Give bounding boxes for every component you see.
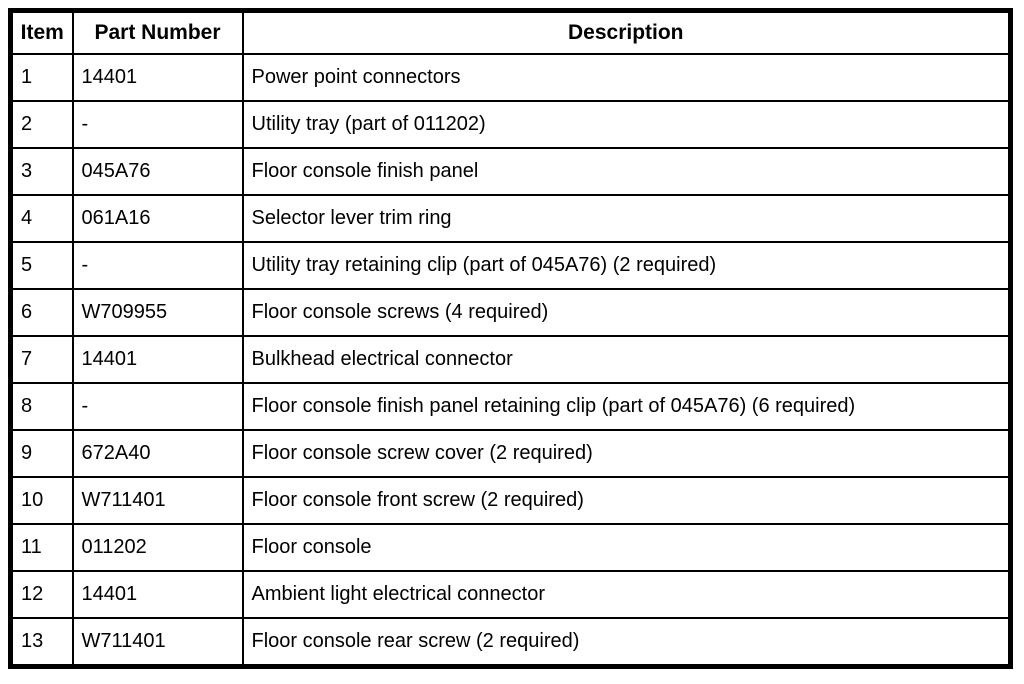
part-number-cell: W711401 [71, 476, 244, 525]
part-number-cell: 14401 [71, 335, 244, 384]
item-cell: 10 [9, 476, 74, 525]
part-number-cell: 045A76 [71, 147, 244, 196]
column-header-description: Description [241, 9, 1012, 55]
table-row: 5-Utility tray retaining clip (part of 0… [9, 241, 1012, 290]
part-number-cell: W711401 [71, 617, 244, 668]
item-cell: 6 [9, 288, 74, 337]
header-row: Item Part Number Description [9, 9, 1012, 55]
item-cell: 11 [9, 523, 74, 572]
table-header: Item Part Number Description [9, 9, 1012, 55]
description-cell: Bulkhead electrical connector [241, 335, 1012, 384]
item-cell: 8 [9, 382, 74, 431]
item-cell: 3 [9, 147, 74, 196]
part-number-cell: 14401 [71, 53, 244, 102]
item-cell: 13 [9, 617, 74, 668]
table-row: 2-Utility tray (part of 011202) [9, 100, 1012, 149]
description-cell: Utility tray retaining clip (part of 045… [241, 241, 1012, 290]
part-number-cell: 011202 [71, 523, 244, 572]
part-number-cell: 672A40 [71, 429, 244, 478]
table-row: 8-Floor console finish panel retaining c… [9, 382, 1012, 431]
description-cell: Floor console rear screw (2 required) [241, 617, 1012, 668]
column-header-part-number: Part Number [71, 9, 244, 55]
item-cell: 5 [9, 241, 74, 290]
item-cell: 1 [9, 53, 74, 102]
part-number-cell: - [71, 382, 244, 431]
item-cell: 4 [9, 194, 74, 243]
item-cell: 7 [9, 335, 74, 384]
part-number-cell: 14401 [71, 570, 244, 619]
description-cell: Floor console front screw (2 required) [241, 476, 1012, 525]
description-cell: Floor console finish panel [241, 147, 1012, 196]
column-header-item: Item [9, 9, 74, 55]
description-cell: Floor console finish panel retaining cli… [241, 382, 1012, 431]
part-number-cell: - [71, 241, 244, 290]
description-cell: Utility tray (part of 011202) [241, 100, 1012, 149]
description-cell: Floor console screws (4 required) [241, 288, 1012, 337]
description-cell: Ambient light electrical connector [241, 570, 1012, 619]
description-cell: Selector lever trim ring [241, 194, 1012, 243]
item-cell: 2 [9, 100, 74, 149]
part-number-cell: - [71, 100, 244, 149]
description-cell: Power point connectors [241, 53, 1012, 102]
item-cell: 12 [9, 570, 74, 619]
description-cell: Floor console [241, 523, 1012, 572]
part-number-cell: 061A16 [71, 194, 244, 243]
description-cell: Floor console screw cover (2 required) [241, 429, 1012, 478]
item-cell: 9 [9, 429, 74, 478]
part-number-cell: W709955 [71, 288, 244, 337]
